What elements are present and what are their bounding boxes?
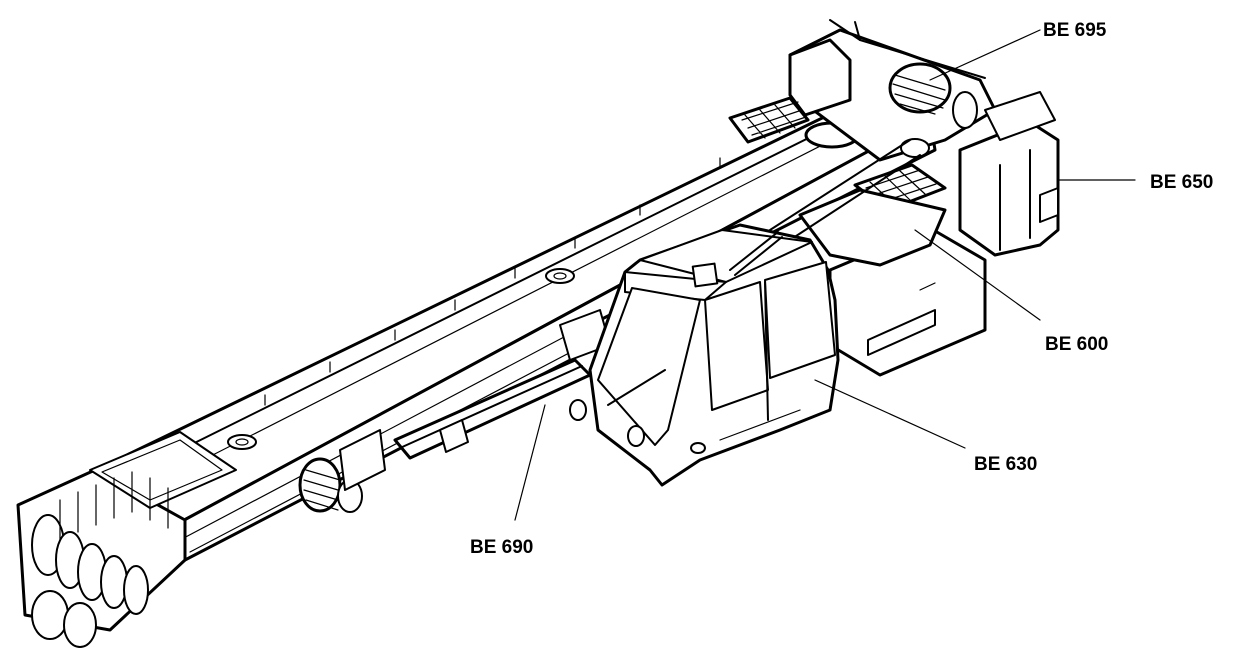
leader-be695 xyxy=(929,29,1041,81)
operator-cab xyxy=(569,223,840,487)
leader-be630 xyxy=(814,379,966,449)
callout-be630: BE 630 xyxy=(974,454,1037,475)
sheave-group xyxy=(31,514,149,648)
callout-be650: BE 650 xyxy=(1150,172,1213,193)
callout-be600: BE 600 xyxy=(1045,334,1108,355)
walkway-grate-left xyxy=(728,96,810,144)
auxiliary-winch xyxy=(298,429,386,513)
leader-be690 xyxy=(514,404,546,521)
leader-be600 xyxy=(914,229,1041,321)
main-hoist-winch xyxy=(888,62,978,129)
rear-housing xyxy=(958,91,1060,257)
superstructure xyxy=(728,19,1060,377)
callout-be690: BE 690 xyxy=(470,537,533,558)
leader-lines xyxy=(514,29,1136,521)
boom-head xyxy=(16,431,237,648)
callout-be695: BE 695 xyxy=(1043,20,1107,41)
